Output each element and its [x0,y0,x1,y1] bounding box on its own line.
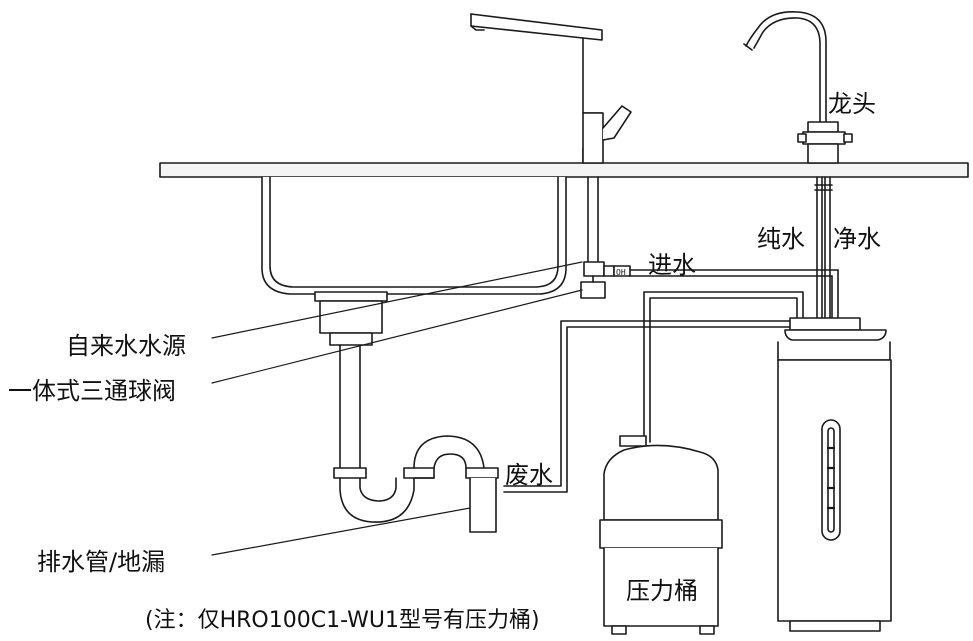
pure-water-label: 纯水 [757,225,805,253]
filter-unit [777,317,892,632]
sink-drain [314,291,388,346]
waste-water-label: 废水 [505,461,553,489]
purified-faucet [743,11,853,164]
inlet-label: 进水 [648,251,696,279]
model-note: (注：仅HRO100C1-WU1型号有压力桶) [145,608,540,633]
drain-trap [333,344,499,533]
tank-line [643,291,804,443]
faucet-supply-pipe [587,176,599,263]
svg-text:OH: OH [616,268,626,277]
sink-basin [261,176,567,295]
drain-label: 排水管/地漏 [37,548,166,576]
leader-lines [211,261,583,556]
clean-water-label: 净水 [833,225,881,253]
ball-valve: OH [580,261,631,299]
ball-valve-label: 一体式三通球阀 [8,377,176,405]
countertop [159,162,969,178]
faucet-tubes [814,176,833,326]
tap-source-label: 自来水水源 [66,332,186,360]
pressure-tank-label: 压力桶 [626,577,698,605]
pressure-tank-body [599,435,723,635]
faucet-label: 龙头 [828,90,876,118]
inlet-line [629,269,839,326]
kitchen-faucet [470,13,632,164]
waste-line [503,320,791,493]
